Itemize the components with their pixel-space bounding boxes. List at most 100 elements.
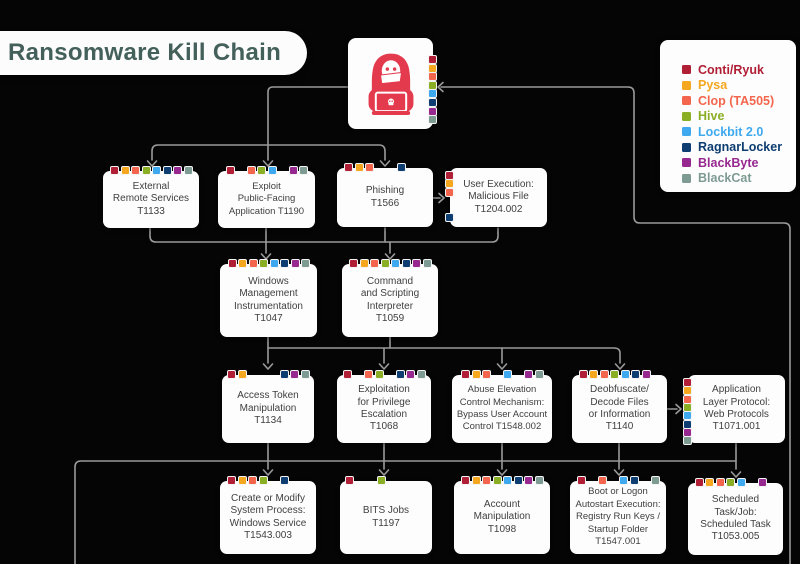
- node-label-line: Exploit: [252, 180, 281, 192]
- arrowhead-icon: [438, 192, 445, 204]
- node-label-line: T1197: [372, 517, 400, 529]
- group-tab-ragnarlocker: [279, 370, 289, 379]
- group-tab-ragnarlocker: [445, 212, 454, 222]
- node-label-line: T1140: [605, 421, 634, 433]
- group-tab-blackcat: [428, 115, 437, 125]
- node-label-line: Remote Services: [112, 193, 190, 205]
- group-tab-ragnarlocker: [162, 166, 172, 175]
- group-tab-conti-ryuk: [694, 478, 704, 487]
- node-label-line: Access Token: [237, 390, 299, 402]
- group-tab-conti-ryuk: [428, 55, 437, 64]
- node-label-line: T1547.001: [595, 536, 641, 548]
- node-label-line: Bypass User Account: [456, 409, 548, 420]
- group-tab-ragnarlocker: [280, 259, 290, 268]
- group-tab-blackbyte: [173, 166, 183, 175]
- connector-line: [440, 86, 791, 564]
- group-tab-conti-ryuk: [227, 476, 237, 485]
- group-tab-hive: [141, 166, 151, 175]
- node-label-line: for Privilege: [357, 396, 411, 408]
- arrowhead-icon: [378, 469, 390, 476]
- node-label-line: Scheduled Task: [700, 519, 771, 530]
- group-tab-ragnarlocker: [631, 370, 641, 379]
- group-tab-hive: [726, 478, 736, 487]
- legend-swatch-hive: [682, 111, 691, 121]
- legend-swatch-blackcat: [682, 173, 691, 183]
- group-tab-conti-ryuk: [110, 166, 120, 175]
- legend-label: BlackCat: [698, 171, 752, 186]
- group-tab-blackcat: [422, 259, 432, 268]
- node-label-line: Autostart Execution:: [575, 498, 661, 510]
- group-tab-ragnarlocker: [395, 370, 405, 379]
- group-tab-blackcat: [534, 476, 544, 485]
- node-label-line: Interpreter: [366, 300, 414, 312]
- group-tab-clop-ta505: [131, 166, 141, 175]
- legend-item-ragnarlocker: RagnarLocker: [682, 140, 796, 156]
- node-label-line: Application T1190: [228, 205, 305, 217]
- node-label-line: Malicious File: [468, 191, 529, 203]
- legend-label: Conti/Ryuk: [698, 62, 764, 77]
- group-tab-conti-ryuk: [461, 370, 471, 379]
- group-tab-ragnarlocker: [513, 476, 523, 485]
- group-tab-hive: [374, 370, 384, 379]
- node-label-line: External: [132, 180, 170, 192]
- node-label-line: Create or Modify: [231, 492, 305, 504]
- group-tab-pysa: [238, 259, 248, 268]
- legend-item-blackcat: BlackCat: [682, 171, 796, 187]
- group-tab-clop-ta505: [599, 370, 609, 379]
- group-tab-blackbyte: [290, 259, 300, 268]
- node-label-line: and Scripting: [360, 288, 420, 300]
- node-label-line: T1059: [375, 312, 405, 324]
- arrowhead-icon: [437, 81, 444, 93]
- legend-swatch-clop-ta505: [682, 96, 691, 106]
- node-label-line: Boot or Logon: [588, 486, 648, 498]
- node-label-line: Registry Run Keys /: [576, 511, 660, 523]
- group-tab-pysa: [354, 163, 364, 172]
- group-tab-conti-ryuk: [227, 259, 237, 268]
- group-tab-blackcat: [299, 166, 309, 175]
- node-label-line: Phishing: [365, 185, 405, 197]
- node-label-line: Management: [239, 288, 298, 300]
- group-tab-conti-ryuk: [225, 166, 235, 175]
- node-label-line: T1204.002: [474, 203, 523, 215]
- group-tab-lockbit-2-0: [152, 166, 162, 175]
- group-tab-blackbyte: [406, 370, 416, 379]
- group-tab-pysa: [471, 370, 481, 379]
- node-label-line: T1566: [370, 197, 400, 209]
- group-tab-blackcat: [300, 370, 310, 379]
- group-tab-pysa: [120, 166, 130, 175]
- node-label-line: Abuse Elevation: [467, 384, 537, 396]
- page-title: Ransomware Kill Chain: [0, 31, 308, 75]
- legend-swatch-ragnarlocker: [682, 142, 691, 152]
- arrowhead-icon: [262, 469, 274, 476]
- node-label-line: Instrumentation: [234, 300, 303, 312]
- group-tab-hive: [428, 80, 437, 90]
- legend-label: Lockbit 2.0: [698, 124, 764, 139]
- connector-line: [151, 144, 386, 161]
- group-tab-clop-ta505: [370, 259, 380, 268]
- group-tab-clop-ta505: [364, 370, 374, 379]
- group-tab-blackbyte: [290, 370, 300, 379]
- legend-label: BlackByte: [698, 155, 759, 170]
- arrowhead-icon: [146, 160, 158, 167]
- group-tab-lockbit-2-0: [269, 259, 279, 268]
- group-tab-pysa: [471, 476, 481, 485]
- legend-label: Clop (TA505): [698, 93, 775, 108]
- legend-item-pysa: Pysa: [682, 78, 796, 94]
- group-tab-blackbyte: [428, 106, 437, 116]
- group-tab-lockbit-2-0: [620, 370, 630, 379]
- group-tab-blackbyte: [524, 476, 534, 485]
- group-tab-hive: [610, 370, 620, 379]
- group-tab-lockbit-2-0: [683, 411, 692, 421]
- attacker-card: [348, 38, 437, 129]
- group-tab-lockbit-2-0: [503, 476, 513, 485]
